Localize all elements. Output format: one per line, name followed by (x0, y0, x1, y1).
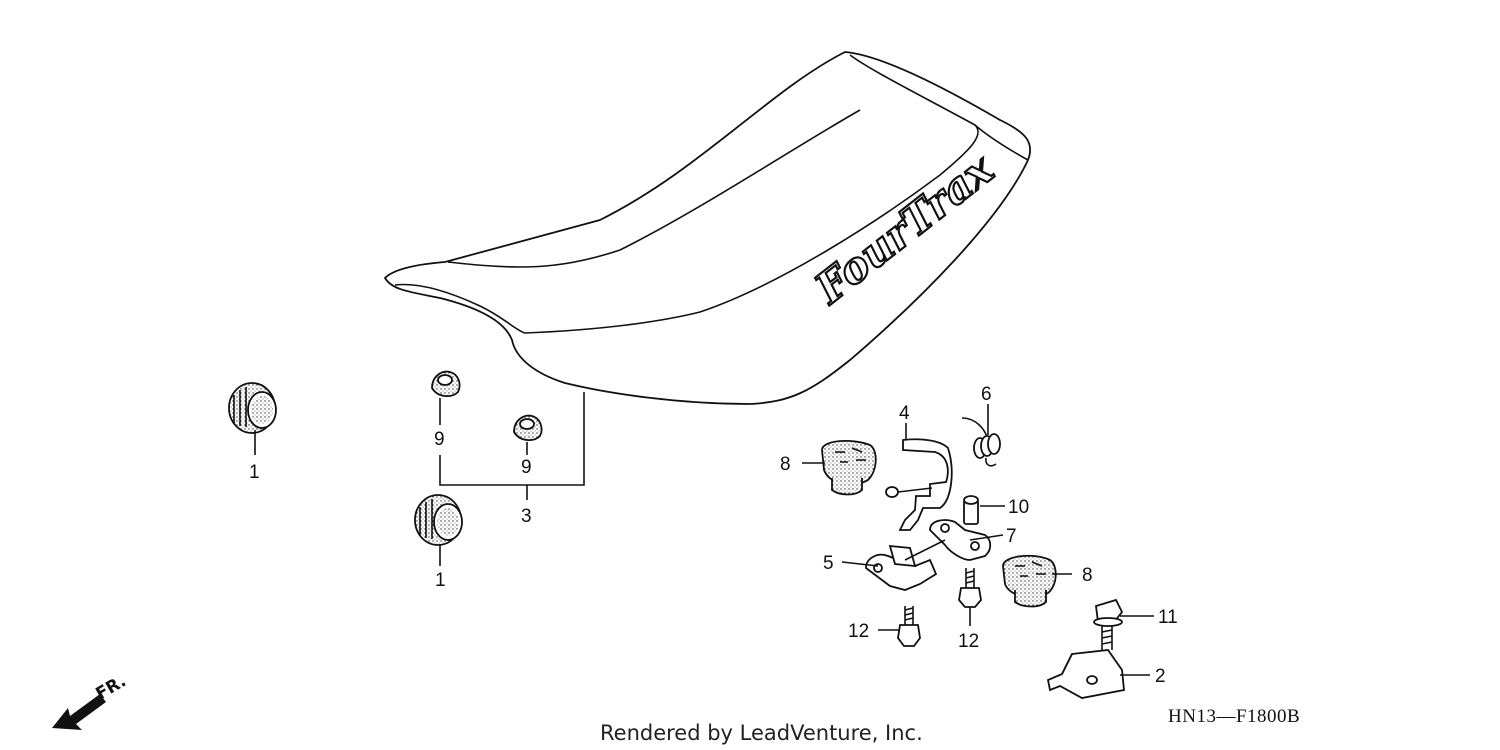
callout-part-1-right[interactable]: 1 (435, 570, 446, 591)
callout-part-11[interactable]: 11 (1158, 607, 1178, 628)
bracket-plate-part-2[interactable] (1046, 649, 1125, 699)
leader-part-7 (969, 534, 1004, 541)
grommet-part-9-right[interactable] (513, 414, 543, 441)
castle-nut-part-8-right[interactable] (1002, 554, 1057, 608)
callout-part-3[interactable]: 3 (521, 506, 532, 527)
callout-part-10[interactable]: 10 (1008, 497, 1029, 518)
bolt-part-12-right[interactable] (958, 568, 982, 608)
front-direction-indicator: FR. (52, 671, 130, 730)
castle-nut-part-8-left[interactable] (821, 439, 877, 496)
grommet-part-9-left[interactable] (431, 370, 461, 397)
plate-part-7[interactable] (929, 519, 992, 561)
seat-lock-hook-part-4[interactable] (885, 438, 953, 531)
callout-part-1-left[interactable]: 1 (249, 462, 260, 483)
callout-part-8-left[interactable]: 8 (780, 454, 791, 475)
callout-part-9-left[interactable]: 9 (434, 429, 445, 450)
callout-part-2[interactable]: 2 (1155, 666, 1166, 687)
render-credit: Rendered by LeadVenture, Inc. (600, 721, 923, 745)
callout-part-9-right[interactable]: 9 (521, 457, 532, 478)
bushing-part-1-left[interactable] (228, 382, 277, 434)
lock-plate-part-5[interactable] (865, 539, 946, 591)
assembly-bracket-3 (439, 392, 585, 486)
callout-part-12-left[interactable]: 12 (848, 621, 869, 642)
callout-part-4[interactable]: 4 (899, 403, 910, 424)
flange-bolt-part-11[interactable] (1093, 598, 1124, 650)
bolt-part-12-left[interactable] (897, 606, 921, 647)
collar-part-10[interactable] (963, 495, 979, 525)
seat[interactable] (383, 51, 1031, 405)
callout-part-8-right[interactable]: 8 (1082, 565, 1093, 586)
diagram-code: HN13—F1800B (1168, 706, 1300, 727)
leader-part-5 (841, 561, 879, 567)
bushing-part-1-right[interactable] (414, 494, 463, 546)
arrow-left-down-icon (52, 694, 106, 730)
spring-part-6[interactable] (961, 417, 1001, 467)
callout-part-7[interactable]: 7 (1006, 526, 1017, 547)
callout-part-12-right[interactable]: 12 (958, 631, 979, 652)
callout-part-5[interactable]: 5 (823, 553, 834, 574)
callout-part-6[interactable]: 6 (981, 384, 992, 405)
